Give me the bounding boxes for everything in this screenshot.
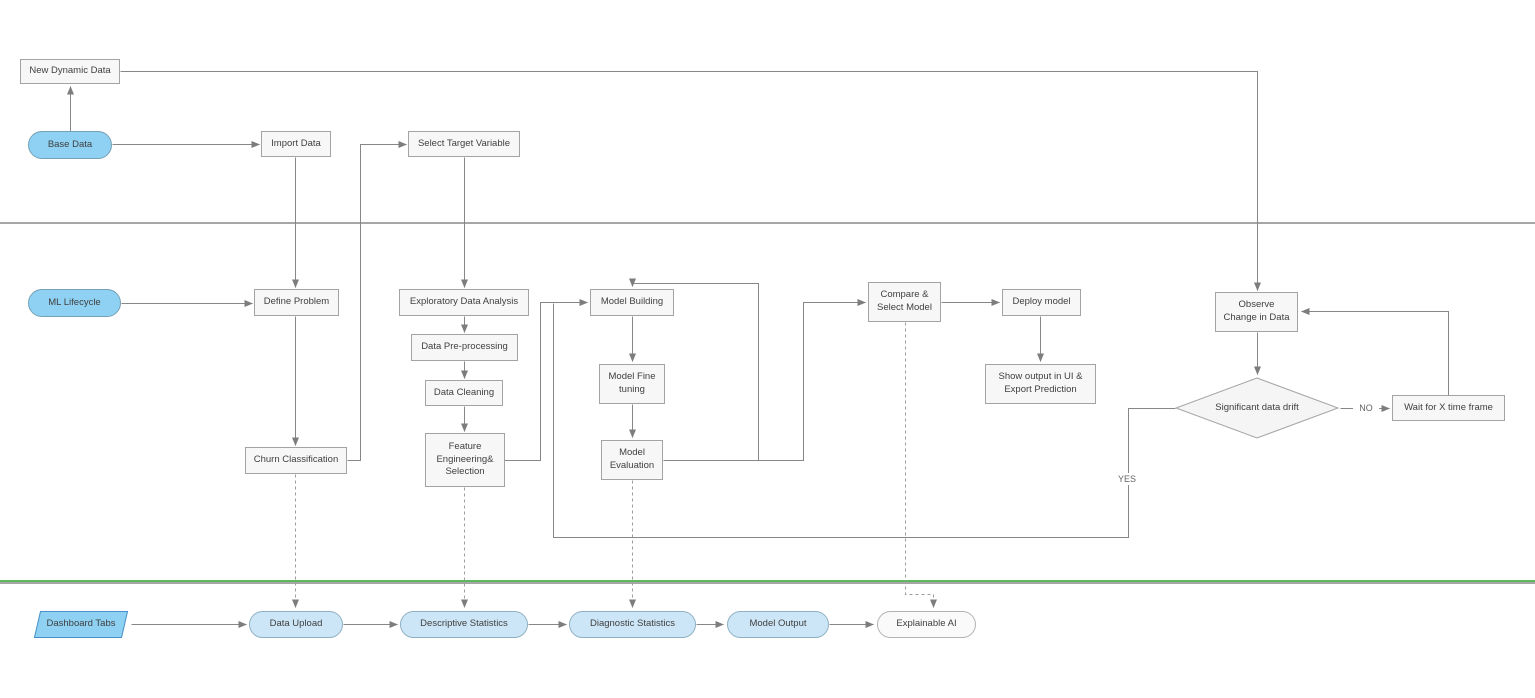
node-label: Define Problem (263, 296, 330, 308)
node-label: Explainable AI (896, 618, 957, 630)
node-label: Deploy model (1012, 296, 1071, 308)
node-model-fine-tuning[interactable]: Model Fine tuning (599, 364, 665, 404)
node-label: Descriptive Statistics (420, 618, 508, 630)
node-label: Model Output (749, 618, 807, 630)
node-compare-select-model[interactable]: Compare & Select Model (868, 282, 941, 322)
node-label: Model Building (600, 296, 664, 308)
node-label: Wait for X time frame (1404, 401, 1493, 413)
node-model-building[interactable]: Model Building (590, 289, 674, 316)
node-label: Base Data (47, 138, 93, 150)
node-label: Significant data drift (1215, 401, 1299, 413)
diamond-shape (1175, 377, 1339, 439)
node-deploy-model[interactable]: Deploy model (1002, 289, 1081, 316)
node-define-problem[interactable]: Define Problem (254, 289, 339, 316)
node-new-dynamic-data[interactable]: New Dynamic Data (20, 59, 120, 84)
edge-label-yes: YES (1112, 473, 1142, 485)
node-tab-model-output[interactable]: Model Output (727, 611, 829, 638)
edge-label-no: NO (1353, 402, 1379, 414)
node-churn-classification[interactable]: Churn Classification (245, 447, 347, 474)
node-significant-data-drift[interactable]: Significant data drift (1175, 377, 1339, 439)
node-label: Data Pre-processing (421, 341, 508, 353)
node-label: Import Data (271, 137, 321, 149)
node-select-target-variable[interactable]: Select Target Variable (408, 131, 520, 157)
node-ml-lifecycle[interactable]: ML Lifecycle (28, 289, 121, 317)
lane-divider-top (0, 222, 1535, 224)
node-observe-change-in-data[interactable]: Observe Change in Data (1215, 292, 1298, 332)
node-base-data[interactable]: Base Data (28, 131, 112, 159)
node-label: New Dynamic Data (29, 65, 111, 77)
node-exploratory-data-analysis[interactable]: Exploratory Data Analysis (399, 289, 529, 316)
node-label: Show output in UI & Export Prediction (998, 371, 1083, 395)
node-label: Observe Change in Data (1223, 299, 1290, 323)
node-label: Data Cleaning (433, 386, 495, 398)
node-tab-descriptive-statistics[interactable]: Descriptive Statistics (400, 611, 528, 638)
node-label: Dashboard Tabs (46, 618, 116, 630)
node-label: Churn Classification (253, 454, 339, 466)
node-dashboard-tabs[interactable]: Dashboard Tabs (33, 611, 129, 638)
node-label: Compare & Select Model (877, 289, 932, 313)
lane-divider-green (0, 580, 1535, 582)
node-import-data[interactable]: Import Data (261, 131, 331, 157)
node-show-output-export-prediction[interactable]: Show output in UI & Export Prediction (985, 364, 1096, 404)
node-label: Model Evaluation (609, 447, 655, 471)
node-label: Diagnostic Statistics (589, 618, 675, 630)
node-data-cleaning[interactable]: Data Cleaning (425, 380, 503, 406)
node-label: ML Lifecycle (48, 296, 101, 308)
node-label: Data Upload (269, 618, 323, 630)
node-label: Select Target Variable (417, 137, 511, 149)
node-label: Model Fine tuning (608, 371, 656, 395)
node-tab-explainable-ai[interactable]: Explainable AI (877, 611, 976, 638)
node-tab-diagnostic-statistics[interactable]: Diagnostic Statistics (569, 611, 696, 638)
node-label: Exploratory Data Analysis (409, 296, 519, 308)
node-data-preprocessing[interactable]: Data Pre-processing (411, 334, 518, 361)
node-wait-for-x-time-frame[interactable]: Wait for X time frame (1392, 395, 1505, 421)
node-model-evaluation[interactable]: Model Evaluation (601, 440, 663, 480)
node-label: Feature Engineering& Selection (436, 440, 494, 478)
node-tab-data-upload[interactable]: Data Upload (249, 611, 343, 638)
lane-divider-green-gray (0, 582, 1535, 584)
node-feature-engineering-selection[interactable]: Feature Engineering& Selection (425, 433, 505, 487)
